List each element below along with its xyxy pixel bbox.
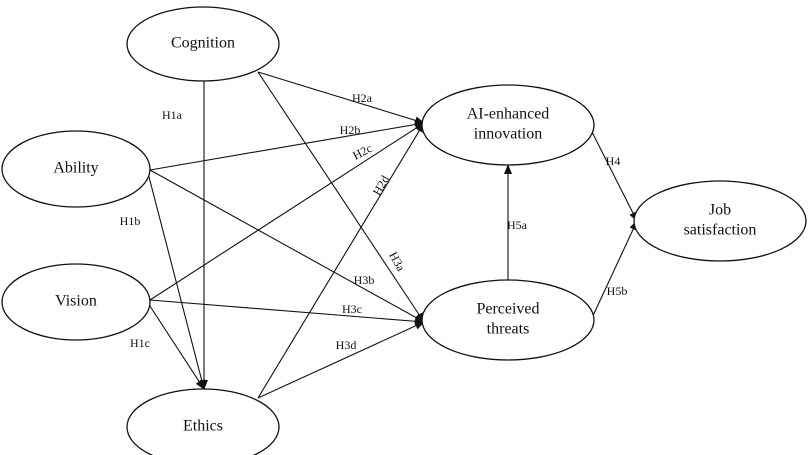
arrow-line-h3b [149, 169, 425, 323]
edge-label-h2b: H2b [340, 123, 361, 137]
arrow-h2b [149, 120, 425, 171]
arrow-line-h1b [147, 172, 206, 390]
node-label-ai-innovation: AI-enhanced [467, 106, 550, 123]
arrow-line-h3c [149, 299, 425, 326]
node-label-perceived-threats: threats [487, 321, 530, 338]
node-shape-ethics [126, 388, 280, 455]
node-job-satisfaction: Job satisfaction [633, 180, 807, 262]
node-label-job-satisfaction: Job [709, 202, 731, 219]
edge-label-h3c: H3c [342, 302, 362, 316]
node-shape-perceived-threats [421, 279, 595, 361]
node-label-job-satisfaction: satisfaction [684, 222, 757, 239]
arrow-h3a [257, 71, 425, 323]
node-vision: Vision [1, 263, 151, 341]
node-shape-ability [1, 130, 151, 208]
arrow-h1b [147, 172, 206, 390]
arrow-line-h2a [257, 71, 425, 125]
arrow-h2a [257, 71, 425, 125]
arrow-line-h1c [145, 299, 205, 390]
node-label-vision: Vision [55, 293, 97, 310]
arrow-line-h2c [149, 122, 425, 301]
arrow-h3d [257, 321, 425, 399]
edge-label-h2c: H2c [350, 141, 374, 163]
arrow-h3c [149, 299, 425, 326]
edge-label-h2d: H2d [370, 173, 392, 198]
edge-label-h5a: H5a [507, 218, 528, 232]
arrow-h2c [149, 122, 425, 301]
edge-label-h5b: H5b [607, 284, 628, 298]
node-ethics: Ethics [126, 388, 280, 455]
node-label-ethics: Ethics [183, 418, 223, 435]
edge-label-h2a: H2a [352, 91, 373, 105]
arrow-line-h3d [257, 321, 425, 399]
edge-label-h1a: H1a [162, 108, 183, 122]
node-ai-innovation: AI-enhanced innovation [421, 84, 595, 166]
node-label-ability: Ability [53, 160, 98, 177]
node-label-cognition: Cognition [171, 35, 235, 52]
node-shape-vision [1, 263, 151, 341]
arrow-h2d [257, 122, 425, 399]
arrow-line-h2d [257, 122, 425, 399]
arrow-h5b [590, 220, 638, 321]
edge-label-h3b: H3b [354, 273, 375, 287]
node-perceived-threats: Perceived threats [421, 279, 595, 361]
node-shape-job-satisfaction [633, 180, 807, 262]
edge-label-h1b: H1b [120, 214, 141, 228]
arrow-line-h4 [589, 127, 638, 222]
arrow-line-h2b [149, 120, 425, 171]
arrow-h1c [145, 299, 205, 390]
arrow-h4 [589, 127, 638, 222]
arrow-h3b [149, 169, 425, 323]
arrow-line-h5b [590, 220, 638, 321]
node-shape-cognition [126, 6, 280, 82]
node-label-perceived-threats: Perceived [476, 301, 539, 318]
node-label-ai-innovation: innovation [474, 126, 542, 143]
edge-label-h4: H4 [606, 154, 621, 168]
node-shape-ai-innovation [421, 84, 595, 166]
node-ability: Ability [1, 130, 151, 208]
edge-label-h1c: H1c [130, 336, 150, 350]
edge-label-h3d: H3d [336, 338, 357, 352]
node-cognition: Cognition [126, 6, 280, 82]
arrow-line-h3a [257, 71, 425, 323]
